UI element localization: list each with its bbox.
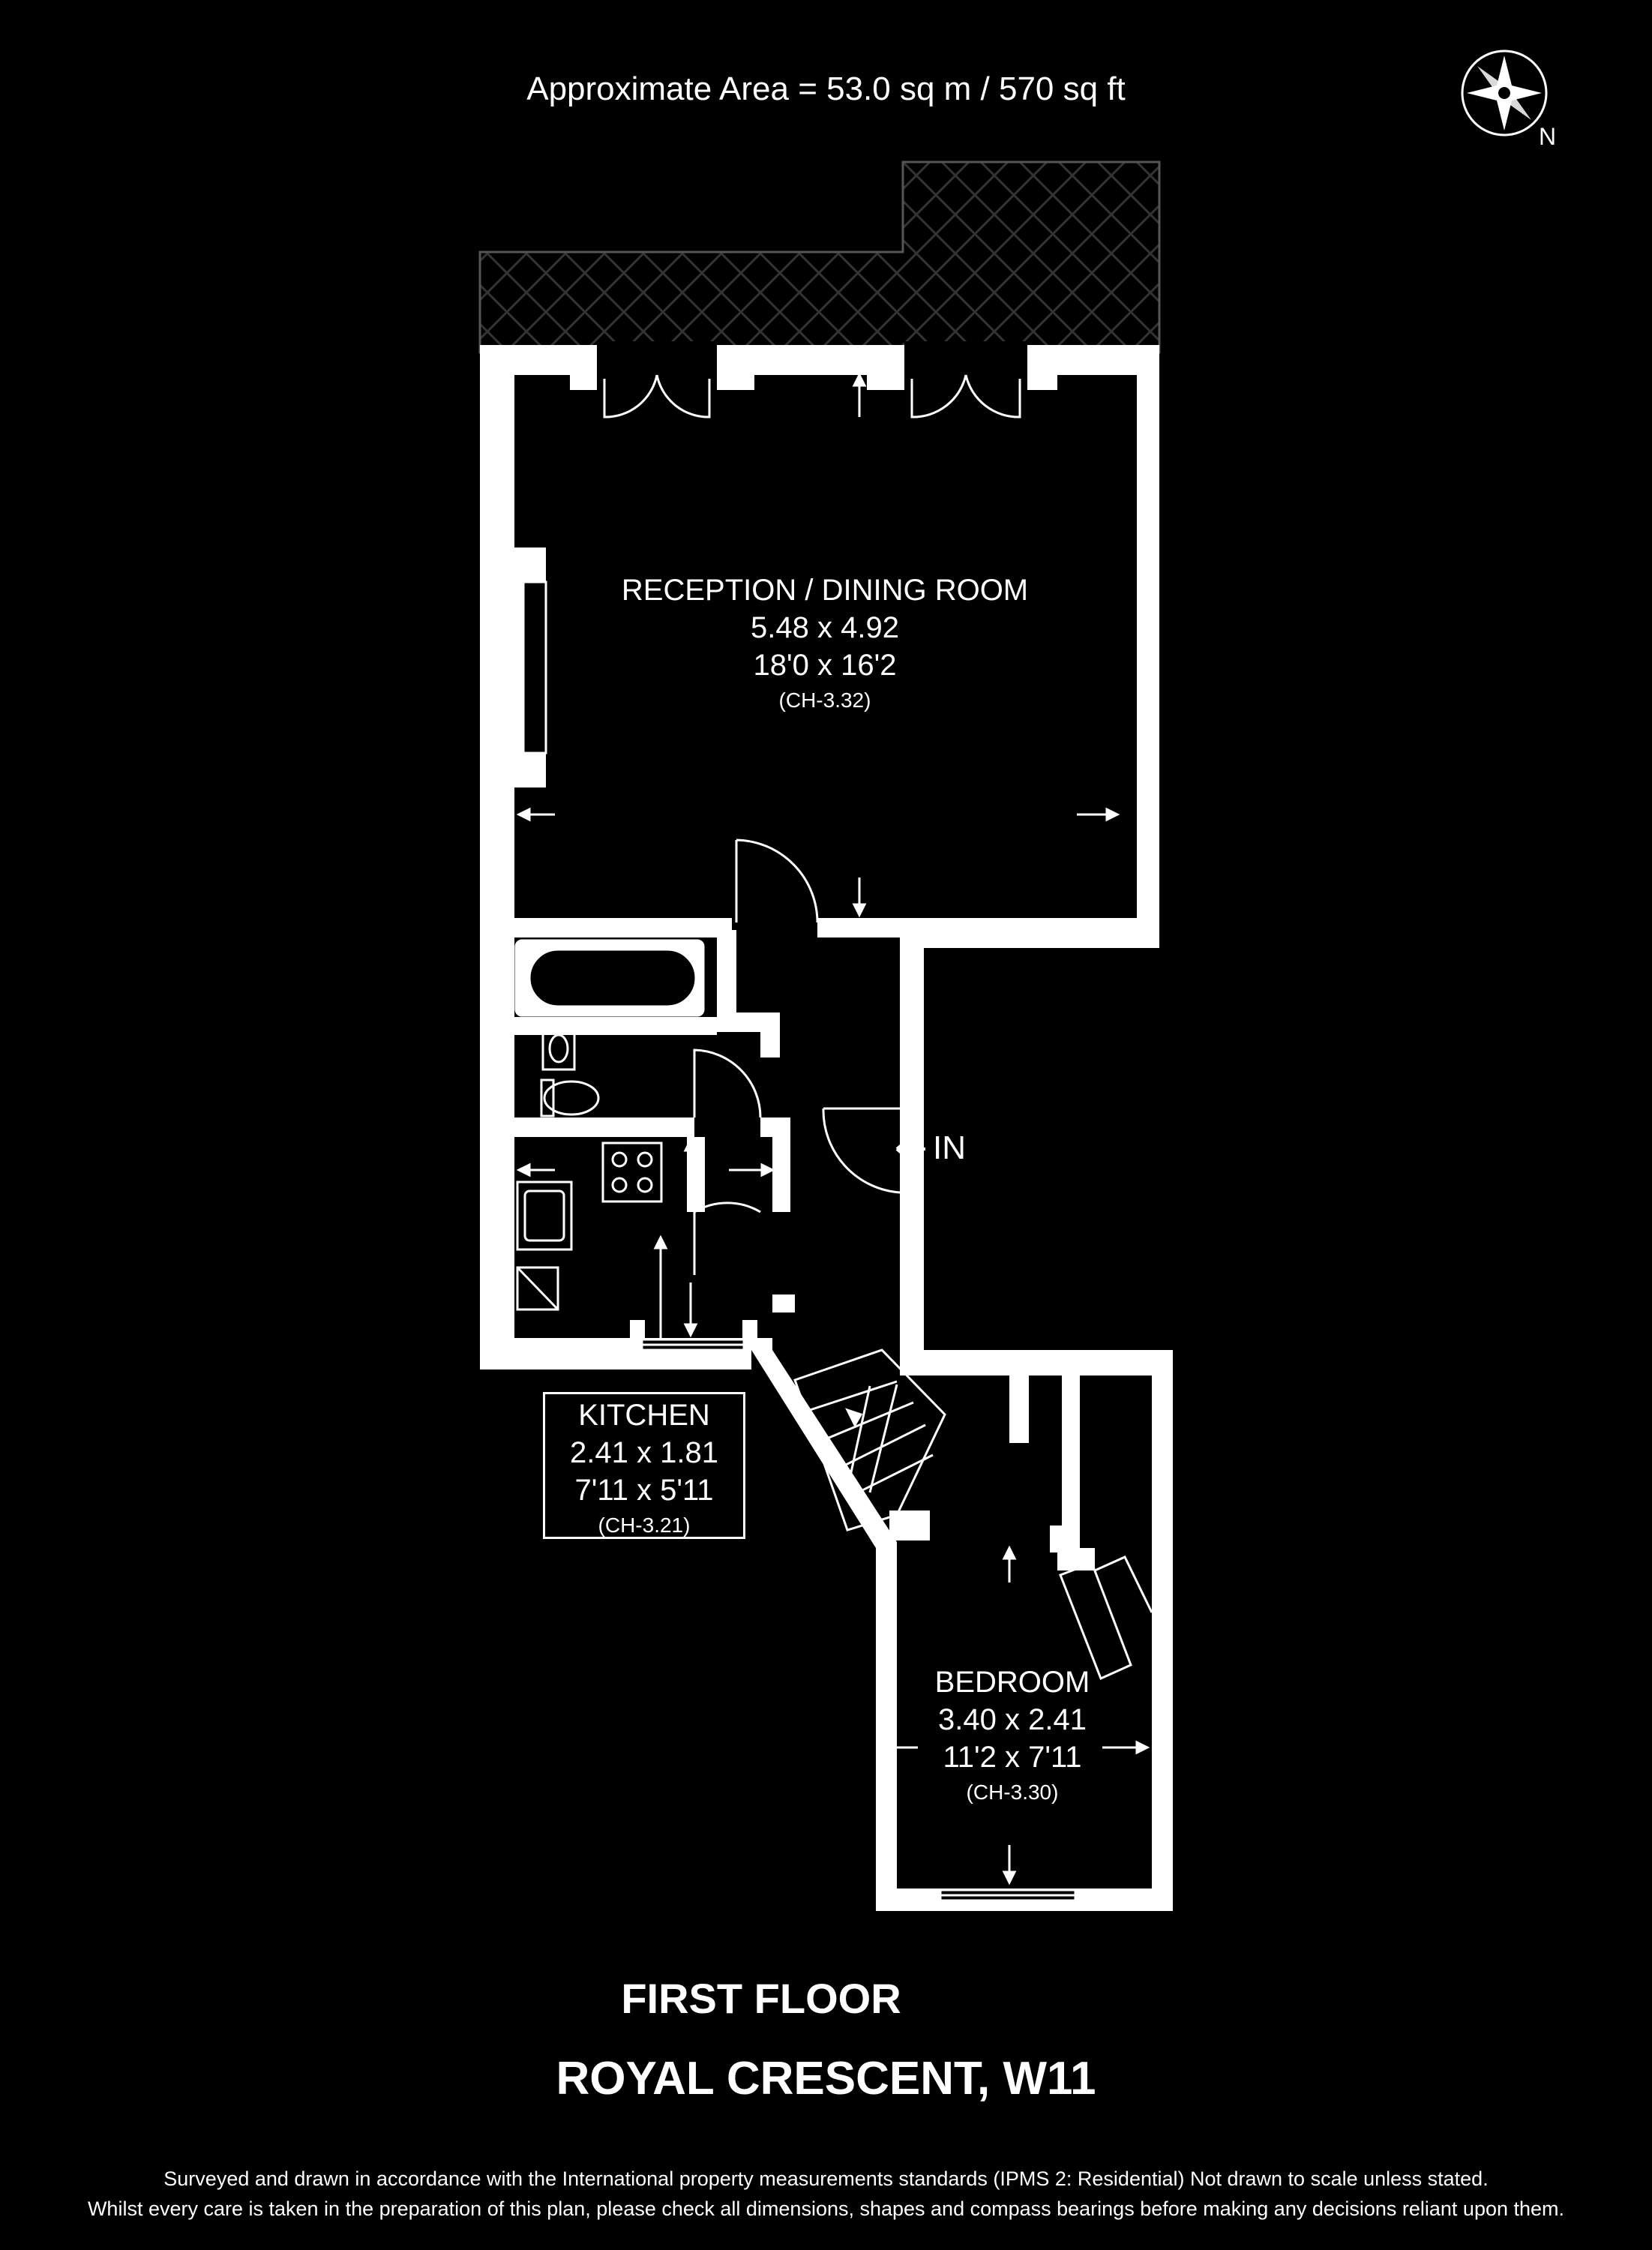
room-bedroom: BEDROOM 3.40 x 2.41 11'2 x 7'11 (CH-3.30… (825, 1664, 1200, 1805)
disclaimer-line-1: Surveyed and drawn in accordance with th… (163, 2168, 1489, 2190)
room-metric: 2.41 x 1.81 (570, 1436, 718, 1469)
room-ceiling: (CH-3.32) (778, 688, 871, 712)
disclaimer-line-2: Whilst every care is taken in the prepar… (87, 2198, 1565, 2220)
kitchen-label-box (543, 1392, 745, 1539)
room-metric: 3.40 x 2.41 (938, 1703, 1087, 1736)
floor-title: FIRST FLOOR (621, 1975, 901, 2022)
dimension-arrows (516, 372, 1150, 1886)
room-reception: RECEPTION / DINING ROOM 5.48 x 4.92 18'0… (525, 572, 1125, 713)
entrance-label: IN (933, 1130, 966, 1166)
terrace-doors (570, 341, 1057, 418)
bedroom-window (939, 1888, 1077, 1902)
room-name: KITCHEN (578, 1399, 710, 1432)
basin (541, 1026, 576, 1071)
toilet (540, 1078, 600, 1118)
room-kitchen: KITCHEN 2.41 x 1.81 7'11 x 5'11 (CH-3.21… (543, 1396, 745, 1538)
room-imperial: 7'11 x 5'11 (574, 1474, 714, 1507)
internal-doors (693, 838, 901, 1275)
arrow-left-icon (895, 1137, 925, 1161)
kitchen-cupboard (516, 1266, 559, 1311)
room-ceiling: (CH-3.30) (966, 1780, 1059, 1804)
staircase (793, 1348, 946, 1532)
hob (601, 1142, 663, 1203)
approximate-area: Approximate Area = 53.0 sq m / 570 sq ft (526, 70, 1126, 107)
property-address: ROYAL CRESCENT, W11 (556, 2053, 1096, 2104)
kitchen-sink (516, 1180, 573, 1251)
balcony-terrace (478, 160, 1161, 354)
room-imperial: 18'0 x 16'2 (753, 649, 897, 682)
room-ceiling: (CH-3.21) (598, 1514, 691, 1537)
bathtub (514, 939, 705, 1017)
kitchen-window (640, 1338, 745, 1352)
room-imperial: 11'2 x 7'11 (943, 1741, 1082, 1774)
compass-icon (1461, 50, 1548, 136)
bedroom-desk (1059, 1556, 1153, 1681)
room-name: BEDROOM (934, 1666, 1090, 1699)
wardrobe (889, 1376, 1095, 1570)
fireplace (514, 548, 547, 788)
room-name: RECEPTION / DINING ROOM (621, 574, 1029, 607)
room-metric: 5.48 x 4.92 (751, 611, 899, 644)
compass-north-label: N (1539, 123, 1557, 150)
internal-walls (514, 918, 922, 1350)
